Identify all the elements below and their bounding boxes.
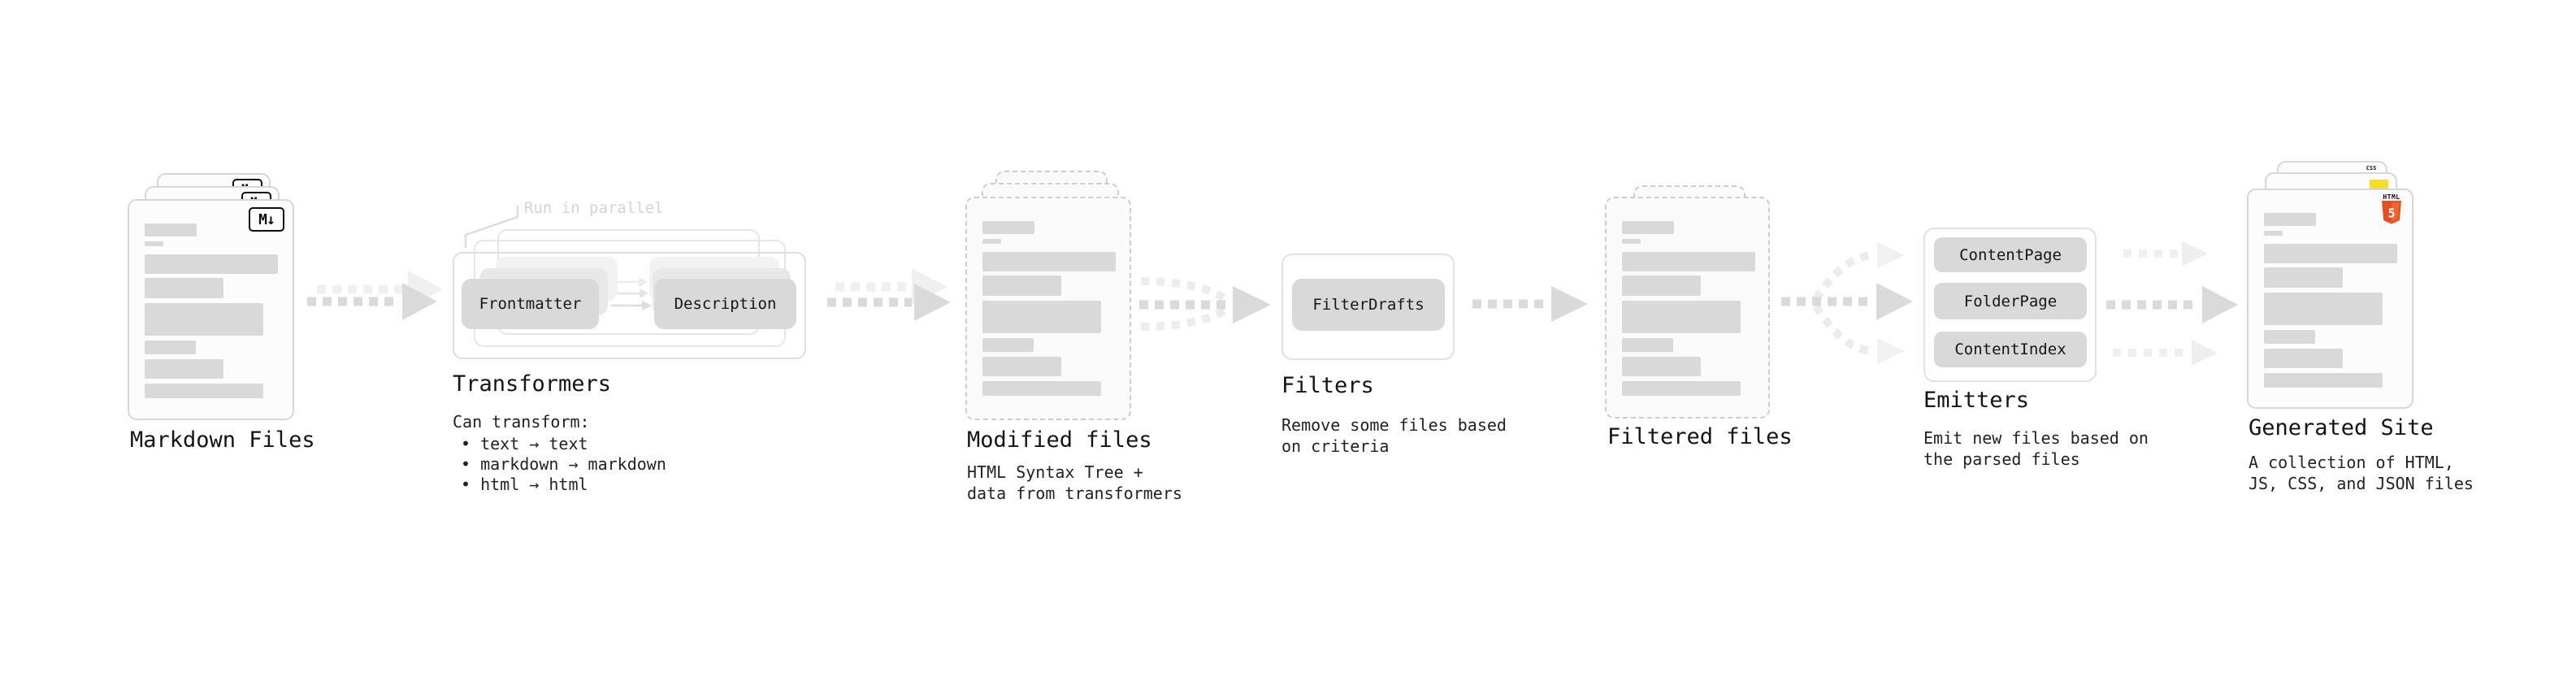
placeholder-line bbox=[982, 221, 1034, 234]
filter-drafts-button-label: FilterDrafts bbox=[1312, 296, 1425, 314]
run-in-parallel-note: Run in parallel bbox=[524, 199, 664, 217]
arrow-filtered-to-emitters-split bbox=[1781, 242, 1913, 364]
content-page-button-label: ContentPage bbox=[1959, 245, 2062, 264]
placeholder-line bbox=[145, 340, 196, 354]
file-content-lines bbox=[982, 221, 1116, 396]
filtered-file-front bbox=[1605, 197, 1770, 419]
filters-subtitle: Remove some files based on criteria bbox=[1281, 415, 1507, 456]
arrow-transformers-to-modified bbox=[827, 268, 951, 321]
placeholder-line bbox=[2264, 213, 2316, 226]
transformers-caption: Can transform: bbox=[453, 412, 590, 432]
stage-title-modified-files: Modified files bbox=[967, 427, 1152, 453]
generated-site-subtitle: A collection of HTML, JS, CSS, and JSON … bbox=[2249, 453, 2474, 493]
placeholder-line bbox=[145, 278, 223, 298]
arrow-markdown-to-transformers bbox=[307, 271, 443, 320]
content-index-button-label: ContentIndex bbox=[1954, 340, 2066, 358]
stage-title-markdown-files: Markdown Files bbox=[130, 427, 315, 453]
stage-title-filtered-files: Filtered files bbox=[1607, 424, 1793, 449]
frontmatter-button: Frontmatter bbox=[462, 279, 599, 329]
html5-icon: HTML 5 bbox=[2381, 193, 2402, 228]
html5-shield: 5 bbox=[2382, 201, 2401, 224]
placeholder-line bbox=[145, 254, 278, 274]
file-content-lines bbox=[2264, 213, 2397, 388]
description-button: Description bbox=[654, 279, 796, 329]
markdown-icon: M↓ bbox=[249, 207, 284, 232]
placeholder-line bbox=[145, 223, 197, 236]
file-content-lines bbox=[1622, 221, 1755, 396]
placeholder-line bbox=[145, 384, 263, 398]
transformer-step-arrows bbox=[611, 277, 652, 310]
svg-text:5: 5 bbox=[2387, 206, 2395, 221]
placeholder-line bbox=[982, 381, 1101, 396]
placeholder-line bbox=[1622, 381, 1741, 396]
placeholder-line bbox=[145, 359, 223, 379]
filter-drafts-button: FilterDrafts bbox=[1292, 279, 1445, 331]
folder-page-button-label: FolderPage bbox=[1963, 292, 2058, 310]
placeholder-line bbox=[982, 275, 1061, 296]
html5-icon-label: HTML bbox=[2383, 193, 2400, 201]
arrow-filters-to-filtered bbox=[1472, 286, 1588, 322]
placeholder-line bbox=[2264, 349, 2343, 368]
arrow-emitters-to-generated bbox=[2106, 241, 2238, 366]
stage-title-emitters: Emitters bbox=[1923, 388, 2030, 413]
placeholder-line bbox=[1622, 275, 1701, 296]
placeholder-line bbox=[982, 301, 1101, 333]
markdown-file-front: M↓ bbox=[128, 199, 294, 420]
placeholder-line bbox=[2264, 267, 2343, 288]
content-index-button: ContentIndex bbox=[1934, 332, 2087, 367]
placeholder-line bbox=[982, 252, 1116, 271]
frontmatter-button-label: Frontmatter bbox=[479, 295, 582, 313]
placeholder-line bbox=[2264, 244, 2397, 263]
placeholder-line bbox=[2264, 293, 2383, 325]
content-page-button: ContentPage bbox=[1934, 237, 2087, 272]
placeholder-line bbox=[1622, 221, 1674, 234]
note-connector-line bbox=[464, 206, 519, 248]
placeholder-line bbox=[982, 357, 1061, 376]
transform-bullet-markdown: • markdown → markdown bbox=[461, 454, 666, 474]
placeholder-line bbox=[145, 303, 263, 336]
placeholder-line bbox=[145, 241, 163, 246]
placeholder-line bbox=[2264, 231, 2283, 236]
description-button-label: Description bbox=[674, 295, 777, 313]
placeholder-line bbox=[982, 239, 1001, 244]
placeholder-line bbox=[1622, 357, 1701, 376]
placeholder-line bbox=[1622, 338, 1673, 352]
stage-title-filters: Filters bbox=[1281, 373, 1374, 398]
generated-file-html: HTML 5 bbox=[2247, 189, 2413, 409]
placeholder-line bbox=[1622, 301, 1741, 333]
transformer-card-front bbox=[453, 252, 806, 359]
placeholder-line bbox=[1622, 239, 1641, 244]
stage-title-transformers: Transformers bbox=[453, 371, 612, 397]
file-content-lines bbox=[145, 223, 278, 398]
folder-page-button: FolderPage bbox=[1934, 283, 2087, 319]
markdown-icon-label: M↓ bbox=[258, 210, 275, 228]
placeholder-line bbox=[982, 338, 1034, 352]
placeholder-line bbox=[2264, 373, 2383, 388]
js-icon bbox=[2370, 180, 2388, 189]
modified-files-subtitle: HTML Syntax Tree + data from transformer… bbox=[967, 462, 1182, 503]
transform-bullet-html: • html → html bbox=[461, 475, 588, 494]
placeholder-line bbox=[1622, 252, 1755, 271]
stage-title-generated-site: Generated Site bbox=[2249, 415, 2434, 440]
placeholder-line bbox=[2264, 330, 2315, 344]
modified-file-front bbox=[965, 197, 1131, 420]
transform-bullet-text: • text → text bbox=[461, 434, 588, 453]
arrow-modified-to-filters-merge bbox=[1139, 277, 1271, 331]
css-icon-label: CSS bbox=[2366, 165, 2377, 171]
emitters-subtitle: Emit new files based on the parsed files bbox=[1923, 428, 2149, 469]
